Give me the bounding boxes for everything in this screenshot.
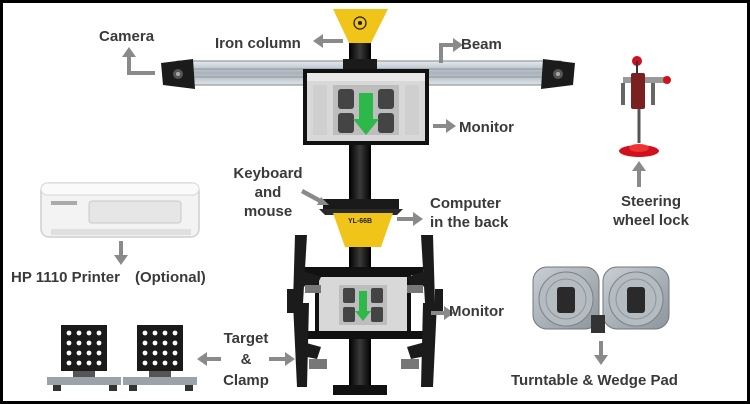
- label-steering-2: wheel lock: [612, 212, 690, 229]
- label-target-2: &: [241, 351, 252, 368]
- arrow-target-left: [197, 352, 221, 366]
- label-monitor-bottom: Monitor: [449, 303, 504, 320]
- column-base: [333, 385, 387, 395]
- labels: Camera Iron column Beam Monitor Keyboard…: [11, 28, 690, 389]
- label-target-1: Target: [224, 330, 269, 347]
- arrow-turntable: [594, 341, 608, 365]
- clamps-left: [287, 235, 327, 387]
- arrows: [114, 34, 646, 366]
- arrow-printer: [114, 241, 128, 265]
- turntable-image: [532, 266, 670, 333]
- arrow-iron-column: [313, 34, 343, 48]
- diagram-svg: YL-66B: [11, 9, 690, 395]
- target-2-dots: [142, 330, 178, 366]
- label-monitor-top: Monitor: [459, 119, 514, 136]
- label-keyboard-3: mouse: [244, 203, 292, 220]
- steering-wheel-lock-image: [619, 56, 671, 157]
- arrow-steering: [632, 161, 646, 187]
- arrow-monitor-top: [433, 119, 456, 133]
- clamps-right: [401, 235, 443, 387]
- label-iron-column: Iron column: [215, 35, 301, 52]
- computer-box: YL-66B: [333, 213, 393, 247]
- arrow-monitor-bottom: [431, 306, 454, 320]
- arrow-target-right: [269, 352, 295, 366]
- arrow-keyboard: [301, 189, 329, 205]
- label-beam: Beam: [461, 36, 502, 53]
- label-keyboard-1: Keyboard: [233, 165, 302, 182]
- label-keyboard-2: and: [255, 184, 282, 201]
- label-steering-1: Steering: [621, 193, 681, 210]
- printer-image: [40, 182, 200, 238]
- monitor-top: [303, 69, 429, 145]
- arrow-beam: [439, 38, 463, 63]
- arrow-computer: [397, 212, 423, 226]
- arrow-camera: [122, 47, 155, 75]
- label-computer-1: Computer: [430, 195, 501, 212]
- targets-image: [47, 325, 197, 391]
- camera-left: [161, 59, 195, 89]
- label-turntable: Turntable & Wedge Pad: [511, 372, 678, 389]
- target-1-dots: [66, 330, 102, 366]
- keyboard-tray: [319, 199, 403, 215]
- top-cap: [333, 9, 388, 43]
- monitor-bottom: [315, 273, 411, 335]
- label-camera: Camera: [99, 28, 155, 45]
- label-computer-2: in the back: [430, 214, 509, 231]
- label-printer: HP 1110 Printer (Optional): [11, 269, 206, 286]
- label-target-3: Clamp: [223, 372, 269, 389]
- alignment-machine: YL-66B: [161, 9, 575, 395]
- camera-right: [541, 59, 575, 89]
- computer-badge: YL-66B: [348, 218, 372, 225]
